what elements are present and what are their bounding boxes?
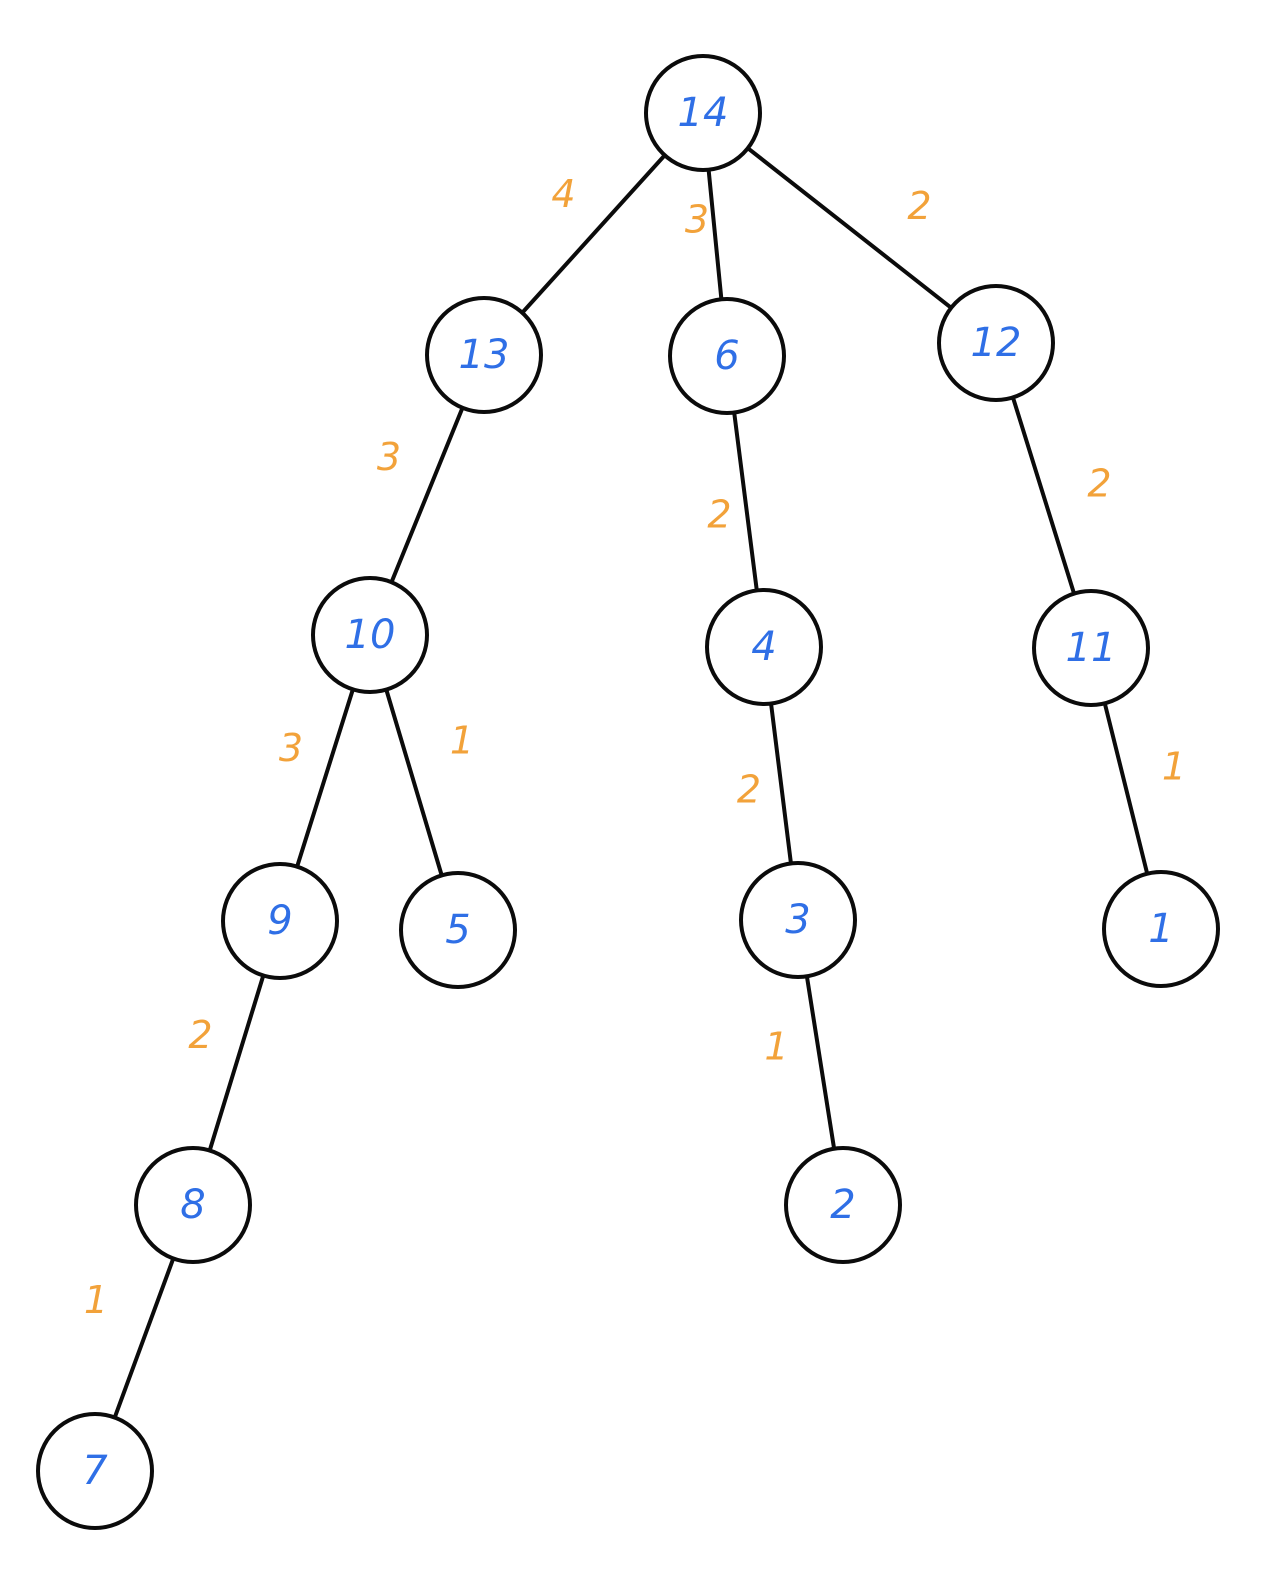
node-label: 2	[830, 1182, 855, 1228]
tree-node: 7	[36, 1412, 154, 1530]
edge-weight-label: 2	[737, 768, 761, 812]
node-circle	[399, 871, 517, 989]
node-circle	[937, 284, 1055, 402]
edge-weight-label: 1	[450, 719, 474, 763]
node-circle	[1032, 589, 1150, 707]
node-label: 1	[1148, 906, 1173, 952]
edge-n13-n10	[389, 405, 465, 585]
edge-weight-label: 3	[279, 726, 303, 770]
edge-weight-label: 2	[188, 1013, 212, 1057]
node-circle	[425, 296, 543, 414]
edge-weight-label: 2	[907, 184, 931, 228]
node-circle	[739, 861, 857, 979]
edges-layer	[112, 146, 1150, 1420]
node-circle	[784, 1146, 902, 1264]
node-label: 7	[82, 1448, 108, 1494]
edge-n3-n2	[804, 974, 837, 1151]
node-label: 11	[1066, 625, 1117, 671]
node-label: 6	[714, 333, 739, 379]
edge-n14-n6	[706, 167, 724, 302]
tree-node: 12	[937, 284, 1055, 402]
edge-n10-n5	[384, 687, 444, 878]
edge-weight-label: 2	[1087, 462, 1111, 506]
node-circle	[668, 297, 786, 415]
edge-n6-n4	[732, 410, 759, 593]
edge-n14-n12	[745, 146, 954, 310]
tree-node: 11	[1032, 589, 1150, 707]
edge-n9-n8	[207, 973, 266, 1153]
node-circle	[1102, 870, 1220, 988]
edge-weight-label: 1	[84, 1278, 108, 1322]
node-circle	[221, 862, 339, 980]
tree-node: 6	[668, 297, 786, 415]
edge-n4-n3	[769, 701, 793, 866]
node-label: 13	[459, 332, 510, 378]
edge-n12-n11	[1010, 395, 1077, 596]
node-label: 8	[180, 1182, 205, 1228]
tree-node: 9	[221, 862, 339, 980]
edge-weight-label: 1	[1162, 745, 1186, 789]
node-circle	[311, 576, 429, 694]
node-circle	[644, 54, 762, 172]
tree-node: 5	[399, 871, 517, 989]
tree-node: 4	[705, 588, 823, 706]
tree-node: 14	[644, 54, 762, 172]
edge-weight-label: 4	[551, 172, 575, 216]
node-circle	[36, 1412, 154, 1530]
tree-node: 2	[784, 1146, 902, 1264]
node-circle	[705, 588, 823, 706]
tree-node: 10	[311, 576, 429, 694]
edge-n14-n13	[520, 153, 667, 315]
edge-weight-label: 1	[764, 1025, 788, 1069]
edge-weight-label: 2	[707, 493, 731, 537]
tree-node: 13	[425, 296, 543, 414]
edge-n11-n1	[1102, 701, 1150, 876]
edge-n10-n9	[295, 687, 355, 869]
tree-node: 1	[1102, 870, 1220, 988]
tree-node: 8	[134, 1146, 252, 1264]
node-label: 4	[751, 624, 776, 670]
edge-weight-label: 3	[685, 198, 709, 242]
tree-node: 3	[739, 861, 857, 979]
edge-n8-n7	[112, 1256, 176, 1420]
node-label: 3	[785, 897, 810, 943]
edge-weight-label: 3	[377, 435, 401, 479]
node-label: 10	[345, 612, 396, 658]
node-label: 12	[971, 320, 1022, 366]
node-label: 14	[678, 90, 729, 136]
node-label: 5	[445, 907, 470, 953]
node-circle	[134, 1146, 252, 1264]
node-label: 9	[267, 898, 292, 944]
